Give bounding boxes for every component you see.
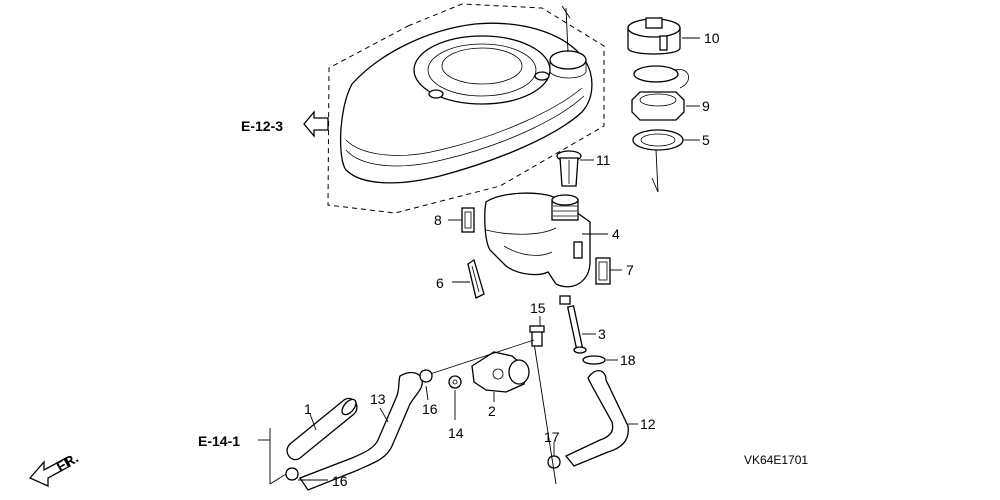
callout-3: 3 bbox=[598, 326, 606, 342]
leader-13 bbox=[379, 407, 389, 423]
hose-13-group bbox=[285, 369, 433, 491]
callout-9: 9 bbox=[702, 98, 710, 114]
ref-e-12-3: E-12-3 bbox=[241, 118, 283, 134]
cap-strap-ring bbox=[633, 65, 679, 83]
cover-opening-core bbox=[441, 47, 523, 85]
callout-14: 14 bbox=[448, 425, 464, 441]
callout-4: 4 bbox=[612, 226, 620, 242]
hose-clip-16-upper bbox=[419, 369, 433, 383]
tube-1 bbox=[286, 397, 358, 461]
cap-stack-leader-tick bbox=[651, 177, 659, 193]
filler-cap-group bbox=[627, 17, 700, 193]
tank-cover-group bbox=[327, 3, 605, 214]
callout-6: 6 bbox=[436, 275, 444, 291]
callout-5: 5 bbox=[702, 132, 710, 148]
hose-clip-16-lower bbox=[285, 467, 299, 481]
cover-rim-line bbox=[345, 87, 583, 156]
cover-boss-right bbox=[534, 71, 550, 81]
callout-16-upper: 16 bbox=[422, 401, 438, 417]
fuel-strainer-group bbox=[556, 150, 594, 187]
tank-mount-7 bbox=[595, 257, 611, 285]
filler-seal-inner bbox=[640, 133, 676, 147]
bolt-3-head bbox=[573, 346, 587, 354]
fuel-tank-group bbox=[484, 192, 608, 305]
leader-16-upper bbox=[425, 385, 429, 401]
mounts-group bbox=[448, 207, 622, 299]
callout-2: 2 bbox=[488, 403, 496, 419]
joint-leader-line bbox=[531, 329, 557, 485]
fuel-tank-seam-2 bbox=[503, 245, 553, 256]
cap-strap-tail bbox=[673, 68, 689, 89]
ref-lower-group: E-14-1 bbox=[198, 428, 287, 485]
cover-filler-neck bbox=[549, 60, 587, 79]
fuel-valve-group bbox=[423, 316, 545, 420]
tank-mount-6-slot bbox=[471, 265, 480, 293]
callout-15: 15 bbox=[530, 300, 546, 316]
callout-1: 1 bbox=[304, 401, 312, 417]
washer-14-hole bbox=[452, 379, 458, 385]
cover-leader-tick bbox=[561, 5, 571, 19]
cover-opening-inner bbox=[427, 43, 537, 97]
callout-16-lower: 16 bbox=[332, 473, 348, 489]
joint-bolt-15-head bbox=[529, 325, 545, 333]
washer-14 bbox=[448, 375, 462, 389]
diagram-code: VK64E1701 bbox=[744, 453, 808, 467]
filler-seal bbox=[632, 129, 684, 151]
fuel-valve-port bbox=[492, 368, 504, 380]
tank-mount-6 bbox=[467, 258, 485, 299]
bolt-group bbox=[566, 305, 618, 365]
front-direction-group: FR. bbox=[28, 449, 81, 488]
fuel-tank-neck-top bbox=[551, 194, 579, 206]
cover-leader bbox=[565, 7, 569, 53]
tube-1-group bbox=[286, 397, 358, 461]
cover-rim-line-2 bbox=[345, 95, 585, 167]
callout-12: 12 bbox=[640, 416, 656, 432]
fuel-cap-grip bbox=[645, 17, 663, 29]
fuel-tank-seam bbox=[485, 227, 557, 235]
hose-12-group bbox=[531, 329, 638, 485]
tank-mount-7-slot bbox=[598, 261, 608, 281]
fuel-hose-12 bbox=[564, 370, 629, 467]
fuel-valve-knob bbox=[508, 359, 530, 385]
fuel-tank-outlet bbox=[559, 295, 571, 305]
bolt-3 bbox=[566, 305, 584, 349]
ref-lower-bracket-end bbox=[269, 473, 287, 485]
washer-18 bbox=[582, 355, 606, 365]
ref-upper-group: E-12-3 bbox=[241, 110, 329, 138]
cap-stack-leader bbox=[655, 149, 659, 193]
callout-17: 17 bbox=[544, 429, 560, 445]
callout-10: 10 bbox=[704, 30, 720, 46]
callout-13: 13 bbox=[370, 391, 386, 407]
hose-clip-17 bbox=[547, 455, 561, 469]
fuel-tank-clip bbox=[573, 241, 583, 259]
ref-upper-arrow-icon bbox=[303, 110, 329, 138]
cover-filler-hole bbox=[549, 50, 587, 70]
callout-7: 7 bbox=[626, 262, 634, 278]
fuel-cap-tab bbox=[659, 35, 668, 51]
ref-e-14-1: E-14-1 bbox=[198, 433, 240, 449]
assembly-axis-line bbox=[423, 339, 535, 377]
filler-nut-bore bbox=[639, 93, 677, 107]
tank-mount-8-slot bbox=[464, 211, 472, 229]
leader-1 bbox=[309, 413, 317, 431]
cover-dashed-outline bbox=[327, 3, 605, 214]
cover-boss-left bbox=[428, 89, 444, 99]
callout-8: 8 bbox=[434, 212, 442, 228]
tube-1-end bbox=[341, 398, 357, 416]
callout-11: 11 bbox=[596, 152, 611, 168]
callout-18: 18 bbox=[620, 352, 636, 368]
front-arrow-icon bbox=[28, 457, 71, 488]
